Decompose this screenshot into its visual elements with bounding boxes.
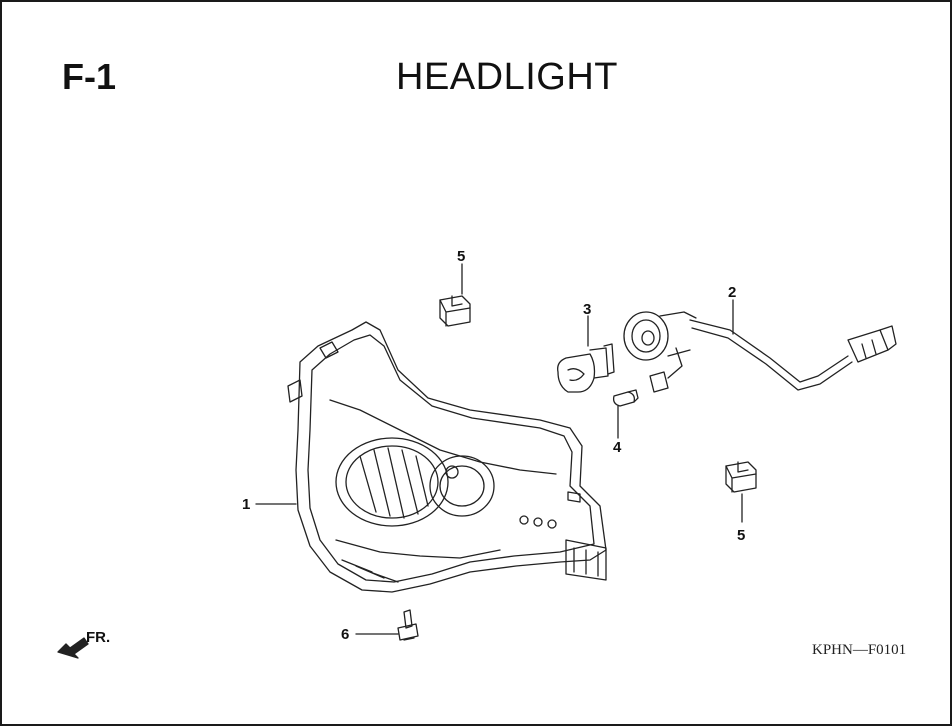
headlight-assembly[interactable] [287,321,607,593]
drawing-code: KPHN—F0101 [812,642,907,658]
mounting-bolt[interactable] [397,609,419,641]
clip-lower[interactable] [725,461,757,493]
callout-2: 2 [728,284,736,301]
callout-4: 4 [613,439,622,456]
leader-lines [255,263,743,635]
front-direction-arrow [57,637,89,659]
clip-upper[interactable] [439,295,471,327]
callout-1: 1 [242,496,250,513]
page-title: HEADLIGHT [396,56,618,98]
position-lamp-bulb[interactable] [612,389,639,407]
bulb-socket-harness[interactable] [623,311,897,393]
callout-6: 6 [341,626,349,643]
callout-5-upper: 5 [457,248,465,265]
front-indicator-label: FR. [86,629,110,646]
callout-3: 3 [583,301,591,318]
headlight-bulb[interactable] [557,343,615,393]
callout-5-lower: 5 [737,527,745,544]
section-code: F-1 [62,56,116,97]
